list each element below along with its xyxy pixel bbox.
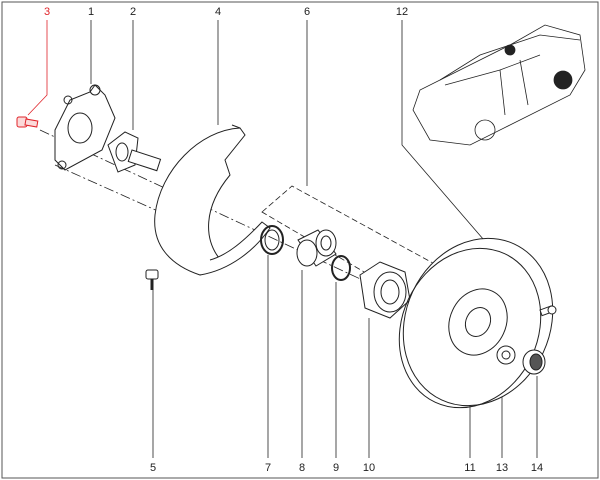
callout-6[interactable]: 6: [303, 6, 311, 18]
cap-part-14[interactable]: [522, 349, 546, 375]
callout-14[interactable]: 14: [530, 462, 544, 474]
brake-disc-part-11[interactable]: [374, 214, 580, 431]
vehicle-thumbnail: [412, 24, 586, 146]
circlip-part-7[interactable]: [260, 225, 284, 255]
callout-4[interactable]: 4: [214, 6, 222, 18]
hub-part-10[interactable]: [359, 261, 411, 319]
callout-3[interactable]: 3: [43, 6, 51, 18]
callout-8[interactable]: 8: [298, 462, 306, 474]
stub-axle-part-2[interactable]: [107, 131, 162, 173]
callout-9[interactable]: 9: [332, 462, 340, 474]
callout-1[interactable]: 1: [87, 6, 95, 18]
bolt-part-3[interactable]: [16, 116, 39, 128]
nut-part-13[interactable]: [496, 345, 516, 365]
callout-5[interactable]: 5: [149, 462, 157, 474]
knuckle-part-1[interactable]: [54, 84, 116, 171]
bearing-part-8[interactable]: [296, 229, 337, 267]
circlip-part-9[interactable]: [331, 255, 351, 281]
bolt-part-5[interactable]: [145, 269, 159, 290]
callout-12[interactable]: 12: [395, 6, 409, 18]
group-box-6: [261, 185, 443, 301]
screw-part-12[interactable]: [539, 305, 557, 317]
callout-13[interactable]: 13: [495, 462, 509, 474]
callout-2[interactable]: 2: [129, 6, 137, 18]
callout-11[interactable]: 11: [464, 462, 476, 474]
brake-shield-part-4[interactable]: [154, 124, 271, 276]
callout-10[interactable]: 10: [362, 462, 376, 474]
callout-7[interactable]: 7: [264, 462, 272, 474]
